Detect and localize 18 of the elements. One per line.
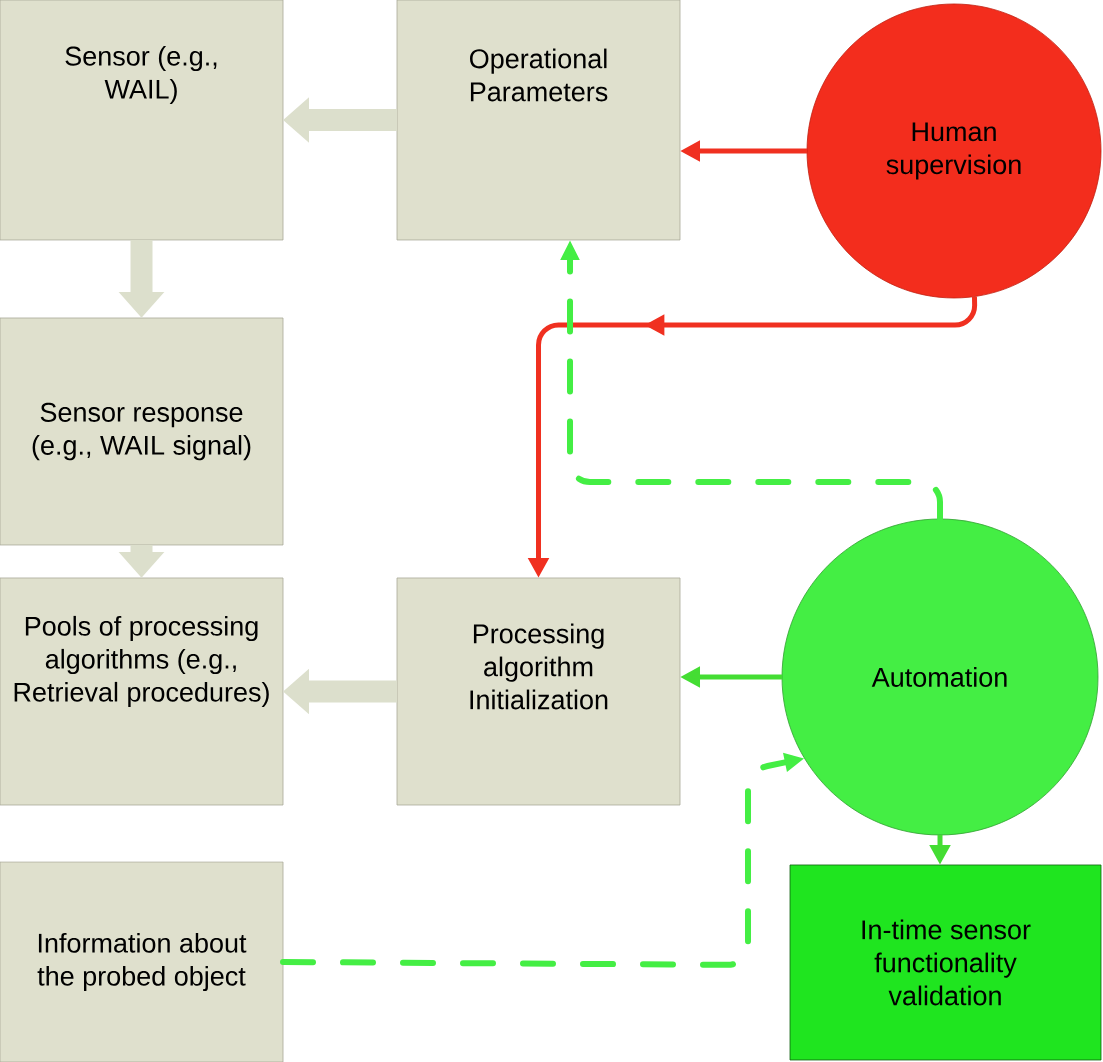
- process-box: [0, 861, 284, 1062]
- node-label: Information about the probed object: [37, 932, 247, 992]
- process-box: [396, 577, 681, 806]
- node-label: Processing algorithm Initialization: [470, 623, 608, 710]
- node-label: Sensor response (e.g., WAIL signal): [32, 402, 251, 461]
- node-label: Sensor (e.g., WAIL): [65, 45, 217, 105]
- process-box: [0, 317, 284, 546]
- validation-box: [789, 864, 1102, 1061]
- automation-circle: [781, 518, 1099, 836]
- supervision-circle: [806, 3, 1102, 299]
- node-label: Automation: [871, 667, 1007, 687]
- process-box: [0, 577, 284, 806]
- process-box: [0, 0, 284, 241]
- node-label: Pools of processing algorithms (e.g., Retrieval procedures): [14, 615, 269, 708]
- node-label: In-time sensor functionality validation: [862, 919, 1031, 1006]
- node-label: Human supervision: [886, 122, 1021, 180]
- node-label: Operational Parameters: [470, 48, 608, 102]
- process-box: [396, 0, 681, 241]
